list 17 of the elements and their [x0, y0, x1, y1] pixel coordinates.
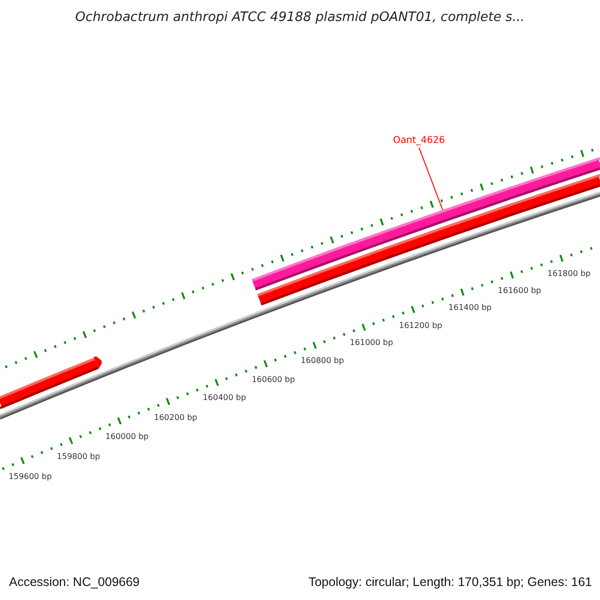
position-label: 161200 bp — [399, 320, 442, 330]
position-label: 161800 bp — [547, 269, 591, 280]
position-label: 160400 bp — [202, 393, 246, 404]
gene-label: Oant_4626 — [393, 135, 445, 147]
position-label: 159600 bp — [8, 472, 52, 482]
position-label: 161400 bp — [448, 303, 492, 314]
position-label: 160600 bp — [252, 374, 295, 385]
position-label: 160200 bp — [154, 412, 198, 422]
position-label: 160000 bp — [105, 432, 149, 442]
position-label: 160800 bp — [300, 356, 344, 366]
position-label: 161000 bp — [350, 338, 394, 348]
position-label: 161600 bp — [498, 286, 542, 296]
position-label: 159800 bp — [56, 452, 100, 462]
diagram-title: Ochrobactrum anthropi ATCC 49188 plasmid pOANT01, complete s... — [74, 10, 526, 26]
accession-text: Accession: NC_009669 — [9, 575, 140, 590]
genome-summary-text: Topology: circular; Length: 170,351 bp; Genes: 161 — [308, 575, 592, 590]
leader-line — [418, 147, 444, 210]
